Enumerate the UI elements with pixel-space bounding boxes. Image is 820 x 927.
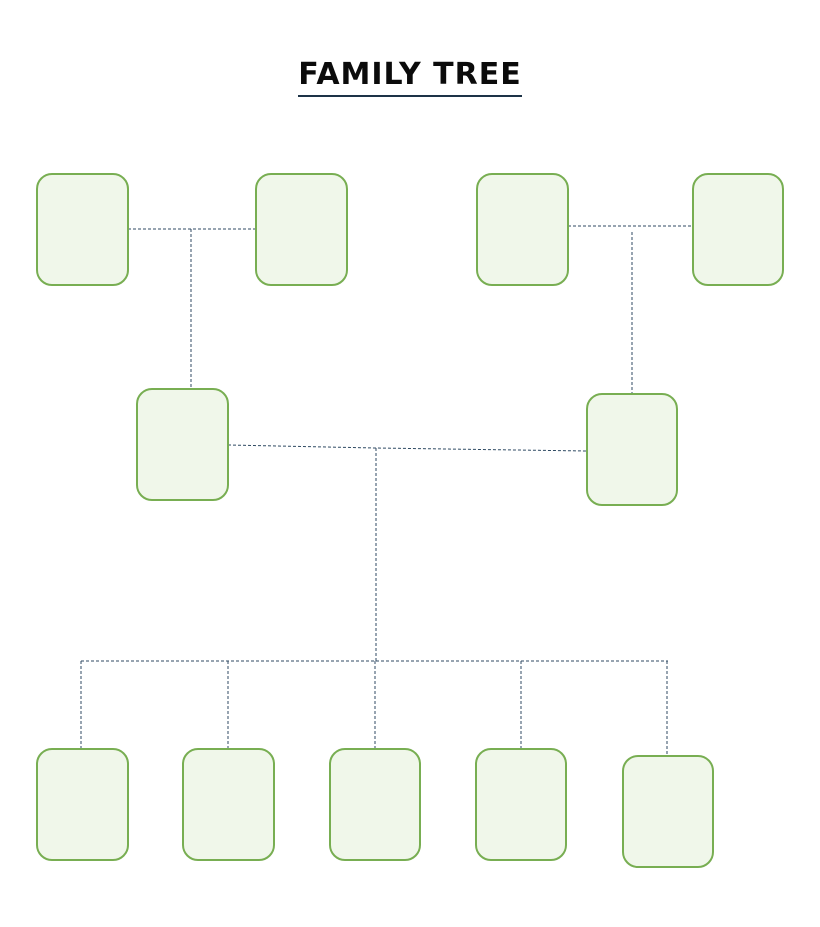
child-box-5[interactable] [622, 755, 714, 868]
grandparent-box-2[interactable] [255, 173, 348, 286]
grandparent-box-1[interactable] [36, 173, 129, 286]
member-boxes [36, 173, 784, 868]
child-box-3[interactable] [329, 748, 421, 861]
child-box-1[interactable] [36, 748, 129, 861]
parent-box-2[interactable] [586, 393, 678, 506]
child-box-4[interactable] [475, 748, 567, 861]
grandparent-box-4[interactable] [692, 173, 784, 286]
parent-box-1[interactable] [136, 388, 229, 501]
child-box-2[interactable] [182, 748, 275, 861]
grandparent-box-3[interactable] [476, 173, 569, 286]
connectors [80, 225, 693, 756]
connector-parents-couple [227, 444, 588, 452]
